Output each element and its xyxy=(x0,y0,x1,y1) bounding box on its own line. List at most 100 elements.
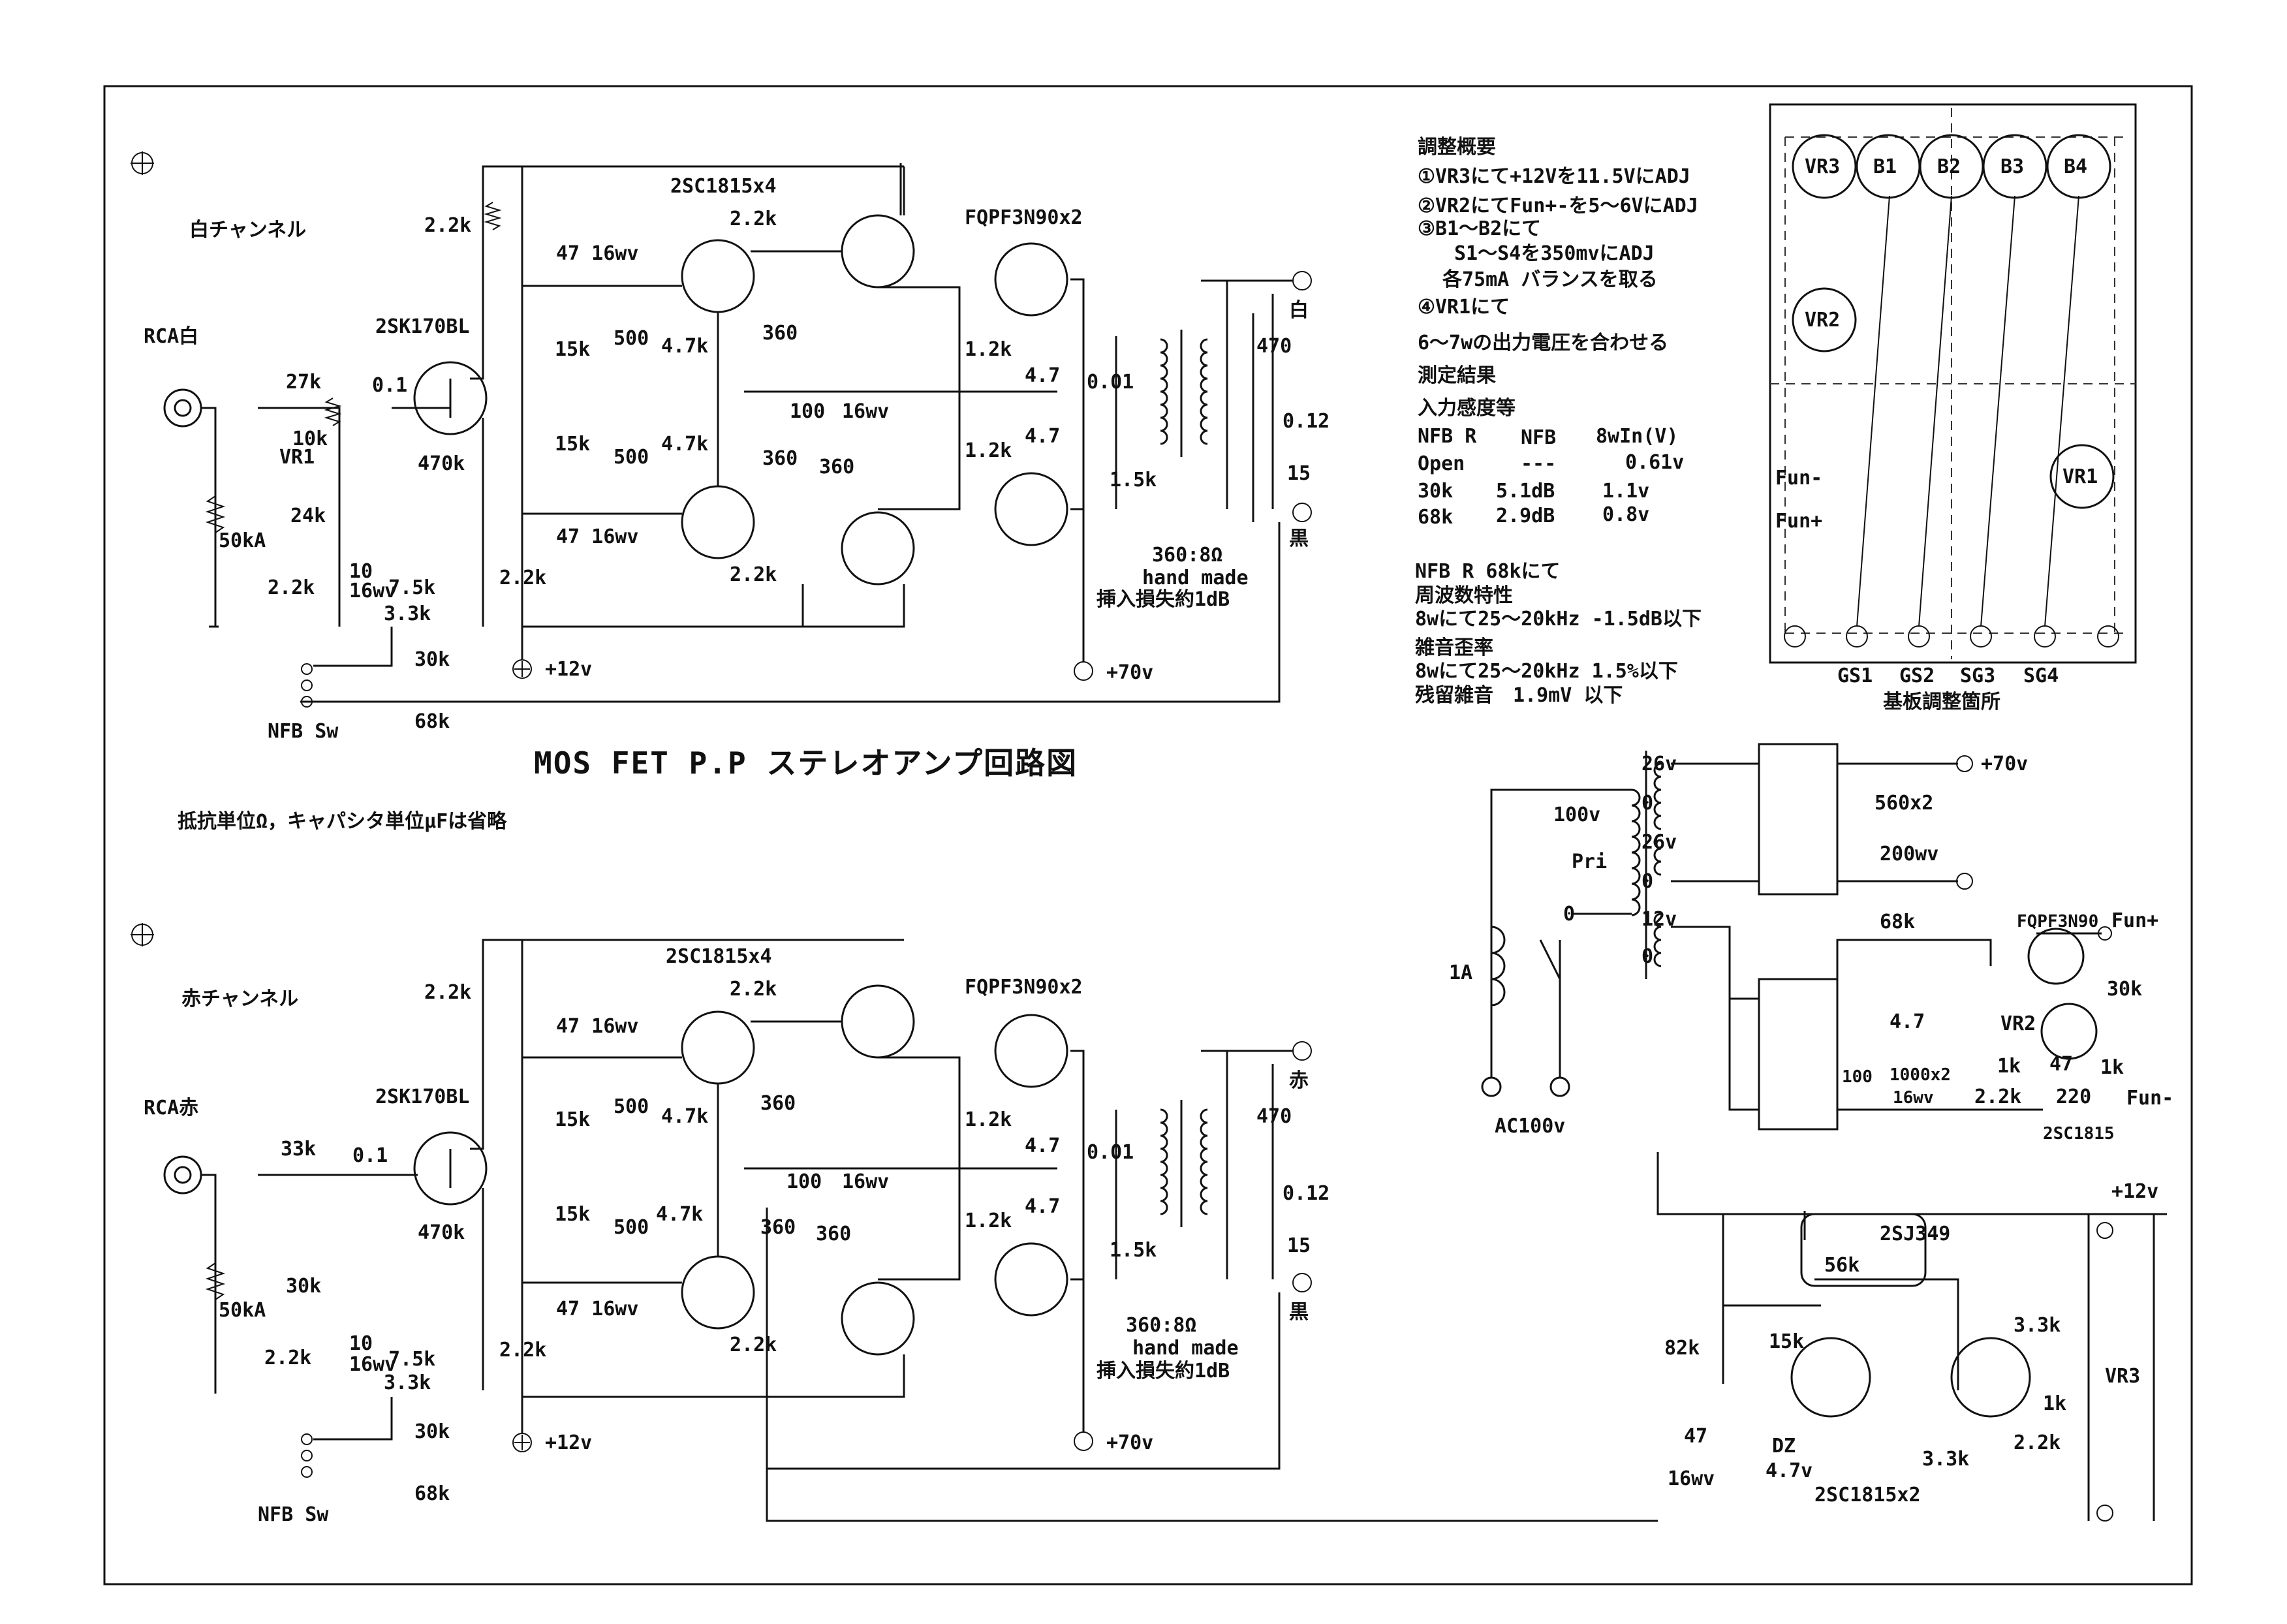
board-b4-label: B4 xyxy=(2064,155,2087,178)
psu-r15k: 15k xyxy=(1769,1330,1804,1353)
nfb-switch xyxy=(301,1433,313,1478)
r-500-label-2: 500 xyxy=(614,446,649,469)
unit-note: 抵抗単位Ω，キャパシタ単位μFは省略 xyxy=(178,810,507,833)
registration-marks xyxy=(131,151,154,946)
table-cell: 5.1dB xyxy=(1496,480,1555,503)
table-cell: 30k xyxy=(1418,480,1453,503)
v70-label: +70v xyxy=(1106,1431,1153,1454)
adjust-line-6: ④VR1にて xyxy=(1418,296,1510,319)
output-terminal-label: 白 xyxy=(1289,299,1309,322)
psu-c1000: 1000x2 xyxy=(1890,1065,1951,1085)
r-500-label-2: 500 xyxy=(614,1216,649,1239)
input-cap-label: 0.1 xyxy=(372,374,407,397)
psu-r30k: 30k xyxy=(2107,978,2142,1001)
r-2.2k-label-3: 2.2k xyxy=(730,1334,777,1356)
nfb-switch xyxy=(301,663,313,708)
sec-12v: 12v xyxy=(1641,908,1677,931)
r-360-label-2: 360 xyxy=(762,447,798,470)
regulator-transistors xyxy=(1790,928,2098,1418)
r-1.2k-label-2: 1.2k xyxy=(965,1210,1012,1232)
ground-terminal-label: 黒 xyxy=(1289,1301,1309,1324)
diagram-title: MOS FET P.P ステレオアンプ回路図 xyxy=(534,745,1078,781)
input-resistor-label: 27k xyxy=(286,371,321,394)
r-360-label-3: 360 xyxy=(816,1223,851,1245)
r-4.7k-label-2: 4.7k xyxy=(656,1203,703,1226)
cap-0.01-label: 0.01 xyxy=(1087,1141,1134,1164)
psu-r82k: 82k xyxy=(1664,1337,1700,1360)
output-transformer xyxy=(1160,1100,1208,1227)
adjust-heading: 調整概要 xyxy=(1418,136,1496,159)
board-gs1-label: GS1 xyxy=(1837,664,1873,687)
nfb-switch-label: NFB Sw xyxy=(258,1503,329,1526)
cap-100-label: 100 xyxy=(790,400,825,423)
psu-r47: 47 xyxy=(2049,1053,2073,1076)
r-470-label: 470 xyxy=(1256,1105,1292,1128)
psu-v12: +12v xyxy=(2111,1180,2158,1203)
psu-vr2: VR2 xyxy=(2000,1012,2036,1035)
sec-26v-b: 26v xyxy=(1641,831,1677,854)
dist-heading: 雑音歪率 xyxy=(1414,636,1493,659)
table-header-nfb: NFB xyxy=(1521,426,1556,449)
r-360-label-3: 360 xyxy=(819,456,854,478)
rca-label: RCA白 xyxy=(144,325,198,348)
r-15k-label-2: 15k xyxy=(555,433,590,456)
rca-jack xyxy=(163,388,202,428)
noise-value: 残留雑音 1.9mV 以下 xyxy=(1415,684,1623,707)
amp-wiring xyxy=(313,1020,1658,1522)
vr-label: VR1 xyxy=(279,446,315,469)
v12-label: +12v xyxy=(545,1431,592,1454)
r-4.7-label-2: 4.7 xyxy=(1025,425,1060,448)
rca-label: RCA赤 xyxy=(144,1097,198,1119)
bias-resistor-label: 24k xyxy=(290,505,326,527)
adjust-line-5: 各75mA バランスを取る xyxy=(1442,268,1658,291)
fan-fet-label: FQPF3N90 xyxy=(2017,912,2098,931)
channel-white: 白チャンネル RCA白 50kA 27k 10k VR1 24k 0.1 2SK… xyxy=(144,163,1330,743)
amp-wiring xyxy=(300,163,1292,703)
adjust-line-3: ③B1～B2にて xyxy=(1418,217,1541,240)
table-header-nfbr: NFB R xyxy=(1418,425,1477,448)
r-10v-label: 16wv xyxy=(349,580,396,602)
psu-c1000v: 16wv xyxy=(1893,1088,1934,1108)
sec-0-c: 0 xyxy=(1641,945,1653,968)
output-fet-label: FQPF3N90x2 xyxy=(965,206,1083,229)
board-fun-minus-label: Fun- xyxy=(1775,467,1822,490)
psu-r3.3k-2: 3.3k xyxy=(1922,1448,1969,1471)
trans-loss-label: 挿入損失約1dB xyxy=(1097,588,1230,611)
dist-value: 8wにて25～20kHz 1.5%以下 xyxy=(1415,660,1678,683)
r-15k-label: 15k xyxy=(555,338,590,361)
adjust-line-7: 6～7wの出力電圧を合わせる xyxy=(1418,332,1668,354)
table-cell: 68k xyxy=(1418,506,1453,529)
cap-0.01-label: 0.01 xyxy=(1087,371,1134,394)
r-30k-label: 30k xyxy=(414,1420,450,1443)
psu-r4.7: 4.7 xyxy=(1890,1010,1925,1033)
channel-red: 赤チャンネル RCA赤 50kA 33k 30k 0.1 2SK170BL +1… xyxy=(144,939,1658,1526)
r-2.2k-label: 2.2k xyxy=(424,981,471,1004)
psu-c47: 47 xyxy=(1684,1425,1707,1448)
cap-47-label-2: 47 16wv xyxy=(556,525,638,548)
measure-sub: 入力感度等 xyxy=(1418,397,1516,420)
table-cell: 0.61v xyxy=(1625,451,1684,474)
psu-v70: +70v xyxy=(1981,753,2028,775)
output-fet-label: FQPF3N90x2 xyxy=(965,976,1083,999)
psu-r220: 220 xyxy=(2056,1085,2091,1108)
input-resistor2-label: 10k xyxy=(292,428,328,450)
r-15k-label: 15k xyxy=(555,1108,590,1131)
r-2.2k-label-2: 2.2k xyxy=(730,978,777,1001)
psu-c100: 100 xyxy=(1842,1067,1873,1087)
board-gs2-label: GS2 xyxy=(1899,664,1935,687)
r-4.7k-label: 4.7k xyxy=(661,335,708,358)
fuse-label: 1A xyxy=(1449,961,1472,984)
volume-label: 50kA xyxy=(219,1299,266,1322)
ground-terminal-label: 黒 xyxy=(1289,527,1309,550)
cap-0.12-label: 0.12 xyxy=(1283,410,1330,433)
trans-ratio-label: 360:8Ω xyxy=(1152,544,1222,567)
r-10-label: 10 xyxy=(349,560,373,583)
r-4.7-label: 4.7 xyxy=(1025,1134,1060,1157)
adjustment-summary: 調整概要 ①VR3にて+12Vを11.5VにADJ ②VR2にてFun+-を5～… xyxy=(1418,136,1698,354)
r-1.5k-label: 1.5k xyxy=(1110,1239,1157,1262)
psu-r3.3k: 3.3k xyxy=(2014,1314,2061,1337)
psu-r1k-3: 1k xyxy=(2043,1392,2066,1415)
channel-name: 赤チャンネル xyxy=(181,988,298,1010)
output-transformer xyxy=(1160,330,1208,457)
